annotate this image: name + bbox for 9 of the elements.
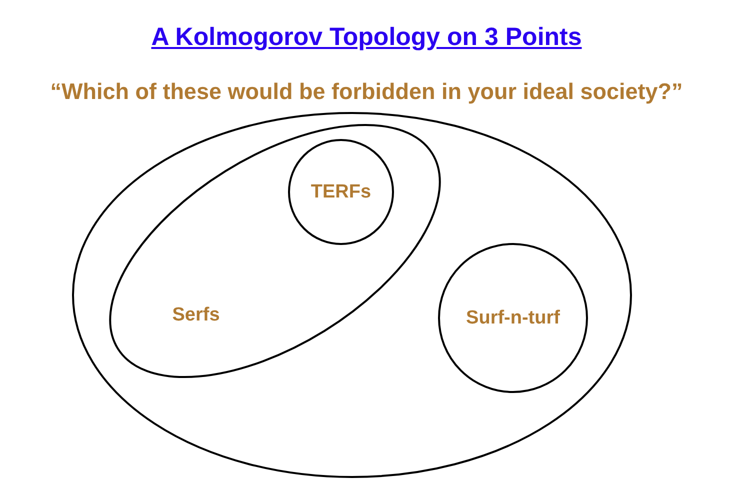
- tilted-ellipse: [110, 125, 440, 377]
- set-label: TERFs: [310, 182, 372, 202]
- set-label: Surf-n-turf: [466, 308, 560, 328]
- set-label: Serfs: [172, 306, 220, 324]
- subtitle-question: “Which of these would be forbidden in your ideal society?”: [50, 78, 683, 106]
- circle: [288, 139, 394, 245]
- circle: [438, 243, 588, 393]
- outer-ellipse: [72, 112, 632, 478]
- title: A Kolmogorov Topology on 3 Points: [151, 22, 582, 53]
